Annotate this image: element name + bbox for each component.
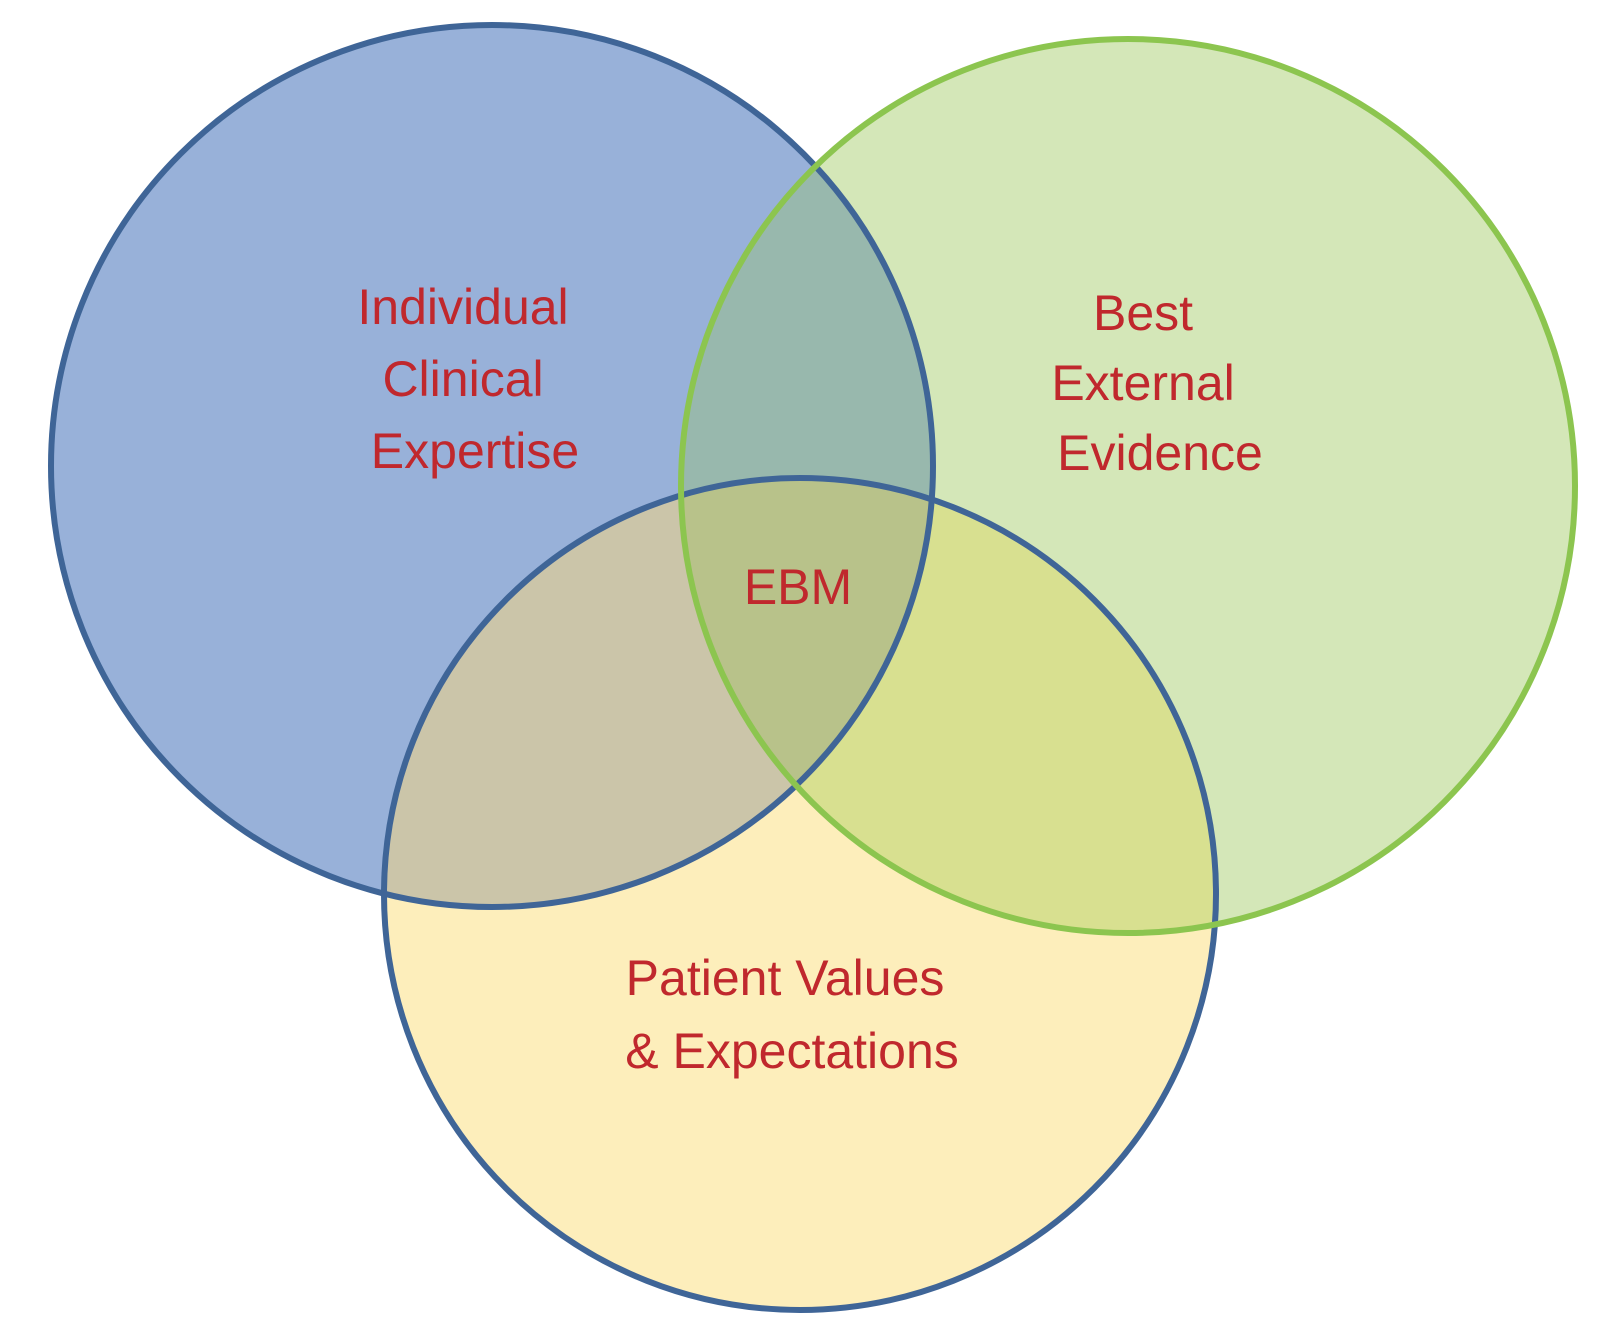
label-expertise-line-3: Expertise: [371, 423, 579, 479]
label-ebm: EBM: [744, 559, 852, 615]
label-patient-line-1: Patient Values: [626, 950, 945, 1006]
label-evidence: Best External Evidence: [1051, 285, 1263, 481]
label-expertise: Individual Clinical Expertise: [357, 279, 582, 479]
label-expertise-line-2: Clinical: [382, 351, 543, 407]
outline-evidence: [678, 36, 1578, 936]
outline-patient: [381, 475, 1219, 1313]
label-evidence-line-3: Evidence: [1057, 425, 1263, 481]
label-expertise-line-1: Individual: [357, 279, 568, 335]
label-patient: Patient Values & Expectations: [625, 950, 959, 1079]
label-evidence-line-2: External: [1051, 355, 1234, 411]
label-patient-line-2: & Expectations: [625, 1023, 959, 1079]
label-evidence-line-1: Best: [1093, 285, 1193, 341]
outline-expertise: [48, 22, 936, 910]
